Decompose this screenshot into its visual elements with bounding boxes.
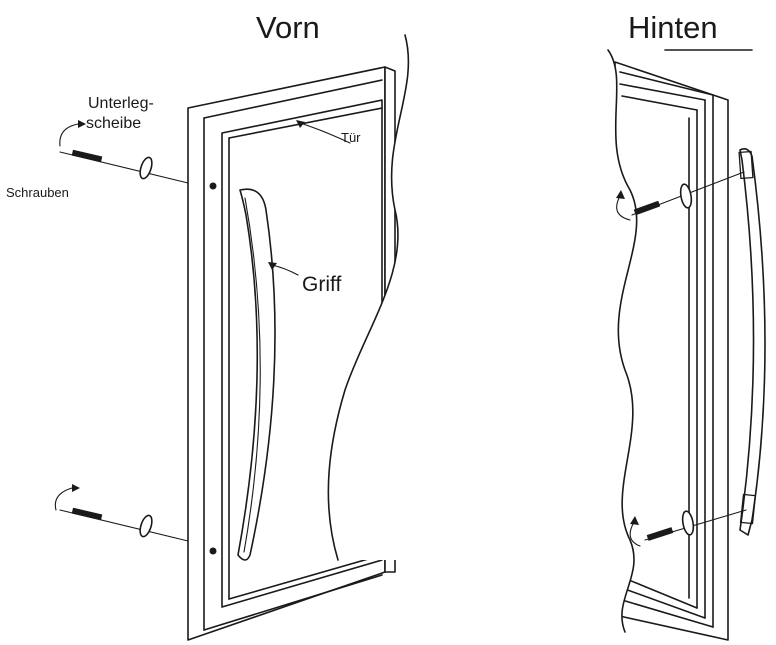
rotation-arrow-head <box>616 190 625 199</box>
back-door-illustration <box>560 49 766 641</box>
back-frame-line <box>623 577 698 609</box>
back-handle-mount-top <box>738 150 754 180</box>
rotation-arrow-icon <box>54 487 73 511</box>
screw-icon <box>633 200 661 216</box>
rotation-arrow-icon <box>59 123 79 147</box>
washer-icon <box>679 183 693 209</box>
rotation-arrow-head <box>630 516 639 525</box>
front-handle-edge <box>243 197 261 553</box>
washer-label-line1: Unterleg- <box>88 95 154 112</box>
washer-icon <box>139 156 153 180</box>
back-frame-line <box>621 587 706 619</box>
rotation-arrow-icon <box>629 521 641 547</box>
screws-label: Schrauben <box>6 185 69 200</box>
washer-icon <box>681 510 695 536</box>
rotation-arrow-head <box>78 120 86 128</box>
back-frame-line <box>619 71 714 96</box>
rotation-arrow-icon <box>616 195 631 221</box>
front-screw-hole-top <box>209 182 217 190</box>
back-frame-line <box>619 83 706 101</box>
door-label: Tür <box>341 130 361 145</box>
front-cutaway-edge <box>327 34 410 561</box>
screw-icon <box>646 527 674 541</box>
handle-label: Griff <box>302 273 342 296</box>
back-cutaway-edge <box>607 49 638 633</box>
front-inner-line <box>228 107 383 139</box>
back-frame-line <box>621 599 714 628</box>
rotation-arrow-head <box>72 484 80 492</box>
front-view-title: Vorn <box>256 10 320 45</box>
back-cutaway-mask <box>560 50 637 632</box>
back-frame-line <box>621 95 698 111</box>
screw-icon <box>71 149 103 163</box>
back-view-title: Hinten <box>628 10 718 45</box>
screw-icon <box>71 507 103 521</box>
front-inner-line <box>228 554 383 600</box>
back-handle-mount-bottom <box>739 493 757 525</box>
washer-icon <box>139 514 153 538</box>
front-screw-hole-bottom <box>209 547 217 555</box>
front-frame-line <box>203 574 383 631</box>
door-leader-arrow <box>296 120 305 128</box>
front-handle <box>237 188 276 561</box>
washer-label-line2: scheibe <box>86 115 142 132</box>
door-leader-line <box>299 122 351 144</box>
front-frame-line <box>203 79 383 119</box>
handle-leader-arrow <box>268 262 277 270</box>
